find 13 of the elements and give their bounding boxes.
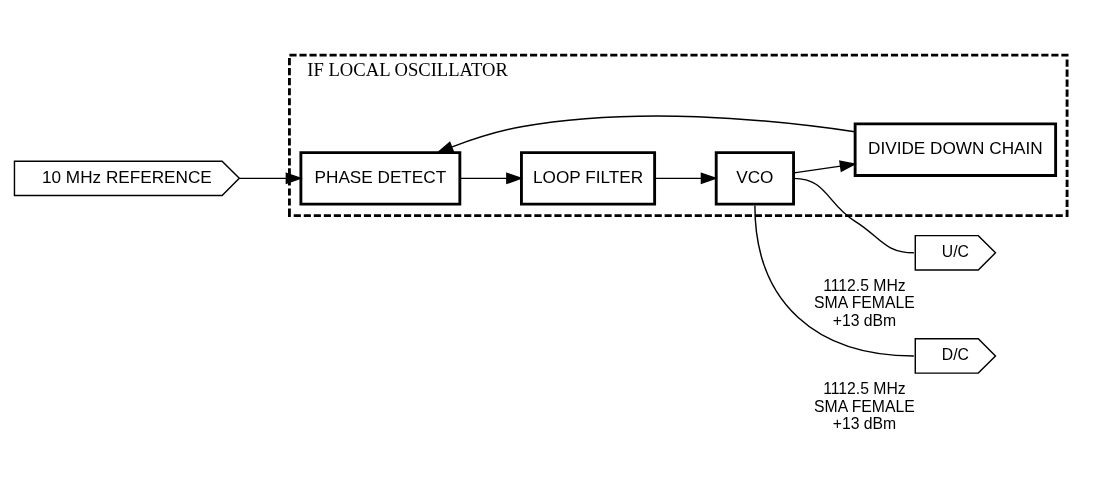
node-box: LOOP FILTER [520,151,657,206]
node-box: PHASE DETECT [299,151,462,206]
arrow [436,115,856,154]
connector [792,177,915,254]
connector [754,204,915,357]
node-box: DIVIDE DOWN CHAIN [853,122,1058,177]
node-box: VCO [714,151,795,206]
arrow [459,172,524,185]
arrow [238,172,303,185]
node-label: 1112.5 MHz SMA FEMALE +13 dBm [814,277,915,329]
node-label: 1112.5 MHz SMA FEMALE +13 dBm [814,380,915,432]
arrow [793,160,857,174]
arrow [654,172,718,185]
